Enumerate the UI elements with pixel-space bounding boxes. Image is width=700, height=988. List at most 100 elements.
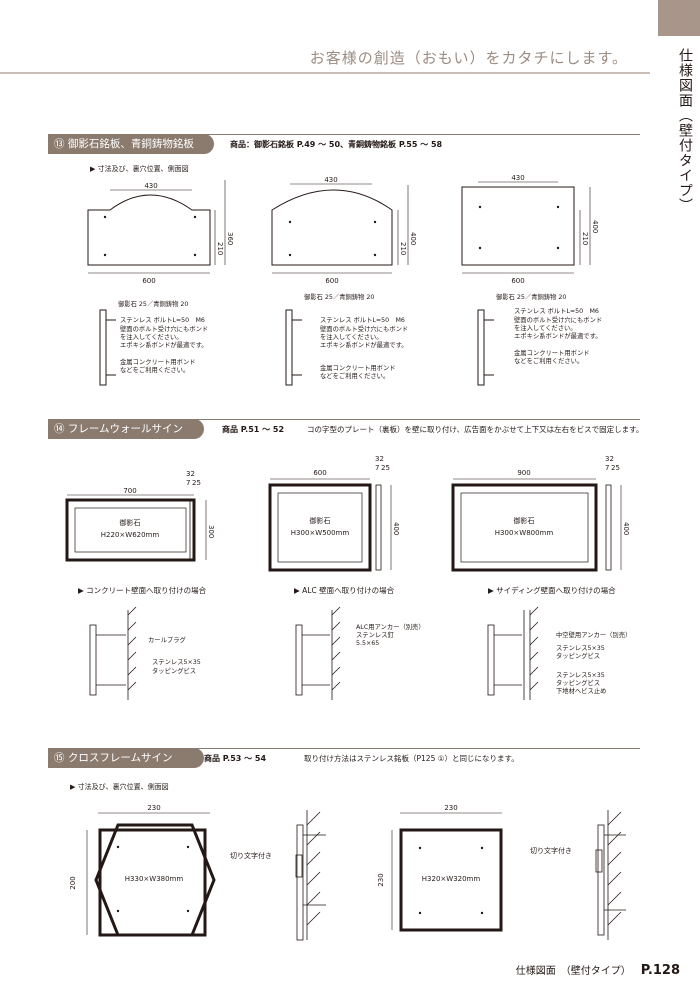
section-15-heading: ⑮ クロスフレームサイン <box>48 748 204 768</box>
bolt-c: ステンレス ボルトL=50 M6 <box>514 307 599 315</box>
section-15-rule <box>48 748 640 749</box>
section-13-drawings: 430 600 430 600 430 600 210 360 210 400 … <box>87 174 602 386</box>
dim-400-a: 400 <box>409 232 417 245</box>
section-15-drawings: 230 200 H330×W380mm 230 230 H320×W320mm … <box>69 804 626 941</box>
depth-32-a: 32 <box>186 470 195 478</box>
section-14-heading: ⑭ フレームウォールサイン <box>48 419 204 439</box>
section-13-product: 商品：御影石銘板 P.49 ～ 50、青銅鋳物銘板 P.55 ～ 58 <box>230 140 443 149</box>
sign-2-label: 御影石 <box>310 516 331 525</box>
dim-400-b: 400 <box>591 220 599 233</box>
square-width: 230 <box>444 804 457 812</box>
cutout-label-a: 切り文字付き <box>230 851 272 860</box>
anchor-c-1: 金属コンクリート用ボンド <box>514 348 590 357</box>
sign-2-size: H300×W500mm <box>291 529 350 537</box>
depth-7-a: 7 <box>186 479 190 487</box>
sign-3-width: 900 <box>517 469 530 477</box>
mount-title-concrete: ▶ コンクリート壁面へ取り付けの場合 <box>78 585 207 595</box>
side-label-b: 御影石 25／青銅鋳物 20 <box>304 292 374 301</box>
header-rule <box>0 72 650 74</box>
siding-screw-3: ステンレス5×35 <box>556 671 605 679</box>
anchor-a-2: などをご利用ください。 <box>120 365 189 374</box>
sign-1-height: 300 <box>207 525 215 538</box>
dim-600-b: 600 <box>325 277 338 285</box>
dim-430-c: 430 <box>511 174 524 182</box>
mount-title-siding: ▶ サイディング壁面へ取り付けの場合 <box>488 585 616 595</box>
section-14-drawings: 700 御影石 H220×W620mm 300 600 御影石 H300×W50… <box>65 455 631 700</box>
concrete-screw-2: タッピングビス <box>152 666 196 675</box>
bond-c-2: を注入してください。 <box>514 323 577 332</box>
bond-b-1: 壁面のボルト受け穴にもボンド <box>320 324 408 333</box>
section-14-description: コの字型のプレート（裏板）を壁に取り付け、広告面をかぶせて上下又は左右をビスで固… <box>307 425 644 434</box>
mount-title-alc: ▶ ALC 壁面へ取り付けの場合 <box>294 585 395 595</box>
bolt-a: ステンレス ボルトL=50 M6 <box>120 316 205 324</box>
anchor-b-1: 金属コンクリート用ボンド <box>320 363 396 372</box>
alc-nail-size: 5.5×65 <box>356 640 379 647</box>
dim-210-a: 210 <box>216 242 224 255</box>
cutout-label-b: 切り文字付き <box>530 846 572 855</box>
bond-a-2: を注入してください。 <box>120 332 183 341</box>
siding-screw-2: タッピングビス <box>556 651 600 660</box>
side-title: 仕様図面（壁付タイプ） <box>677 48 693 213</box>
sign-2-height: 400 <box>392 522 400 535</box>
depth-7-c: 7 <box>605 464 609 472</box>
footer-label: 仕様図面 （壁付タイプ） <box>515 966 631 977</box>
section-13-rule <box>48 134 640 135</box>
siding-anchor: 中空壁用アンカー（別売） <box>556 630 631 639</box>
depth-25-b: 25 <box>381 464 390 472</box>
corner-tab <box>658 0 700 36</box>
siding-screw-4: タッピングビス <box>556 678 600 687</box>
alc-nail: ステンレス釘 <box>356 630 394 639</box>
depth-25-c: 25 <box>611 464 620 472</box>
alc-anchor: ALC用アンカー（別売） <box>356 622 425 631</box>
dim-360: 360 <box>226 232 234 245</box>
dim-600-c: 600 <box>511 277 524 285</box>
side-label-a: 御影石 25／青銅鋳物 20 <box>118 299 188 308</box>
hex-width: 230 <box>147 804 160 812</box>
bond-a-1: 壁面のボルト受け穴にもボンド <box>120 324 208 333</box>
concrete-plug: カールプラグ <box>148 635 186 644</box>
anchor-b-2: などをご利用ください。 <box>320 371 389 380</box>
dim-600-a: 600 <box>142 277 155 285</box>
depth-7-b: 7 <box>375 464 379 472</box>
bond-b-3: エポキシ系ボンドが最適です。 <box>320 340 408 349</box>
bond-c-3: エポキシ系ボンドが最適です。 <box>514 331 602 340</box>
sign-3-label: 御影石 <box>514 516 535 525</box>
depth-32-b: 32 <box>375 455 384 463</box>
square-size: H320×W320mm <box>422 875 481 883</box>
dim-430-b: 430 <box>324 176 337 184</box>
siding-base: 下地材へビス止め <box>556 686 606 695</box>
sign-3-height: 400 <box>622 522 630 535</box>
tagline: お客様の創造（おもい）をカタチにします。 <box>309 49 628 67</box>
sign-1-width: 700 <box>123 487 136 495</box>
section-15-description: 取り付け方法はステンレス銘板（P125 ①）と同じになります。 <box>304 754 519 763</box>
depth-25-a: 25 <box>192 479 201 487</box>
dim-430-a: 430 <box>144 182 157 190</box>
dim-210-b: 210 <box>399 242 407 255</box>
depth-32-c: 32 <box>605 455 614 463</box>
section-14-product: 商品 P.51 ～ 52 <box>222 425 285 434</box>
sign-3-size: H300×W800mm <box>495 529 554 537</box>
anchor-c-2: などをご利用ください。 <box>514 356 583 365</box>
bond-b-2: を注入してください。 <box>320 332 383 341</box>
section-14-rule <box>48 419 640 420</box>
siding-screw-1: ステンレス5×35 <box>556 644 605 652</box>
hex-height: 200 <box>69 876 77 889</box>
square-height: 230 <box>377 873 385 886</box>
bolt-b: ステンレス ボルトL=50 M6 <box>320 316 405 324</box>
bond-a-3: エポキシ系ボンドが最適です。 <box>120 340 208 349</box>
sign-2-width: 600 <box>313 469 326 477</box>
section-15-subtitle: ▶ 寸法及び、裏穴位置、側面図 <box>70 783 169 791</box>
anchor-a-1: 金属コンクリート用ボンド <box>120 357 196 366</box>
sign-1-label: 御影石 <box>120 518 141 527</box>
section-13-subtitle: ▶ 寸法及び、裏穴位置、側面図 <box>90 165 189 173</box>
sign-1-size: H220×W620mm <box>101 531 160 539</box>
bond-c-1: 壁面のボルト受け穴にもボンド <box>514 315 602 324</box>
section-13-heading: ⑬ 御影石銘板、青銅鋳物銘板 <box>48 134 214 154</box>
section-15-product: 商品 P.53 ～ 54 <box>204 754 267 763</box>
footer: 仕様図面 （壁付タイプ） P.128 <box>516 962 680 978</box>
hex-size: H330×W380mm <box>125 875 184 883</box>
dim-210-c: 210 <box>581 232 589 245</box>
page-number: P.128 <box>640 963 680 978</box>
side-label-c: 御影石 25／青銅鋳物 20 <box>496 292 566 301</box>
concrete-screw-1: ステンレス5×35 <box>152 658 201 666</box>
